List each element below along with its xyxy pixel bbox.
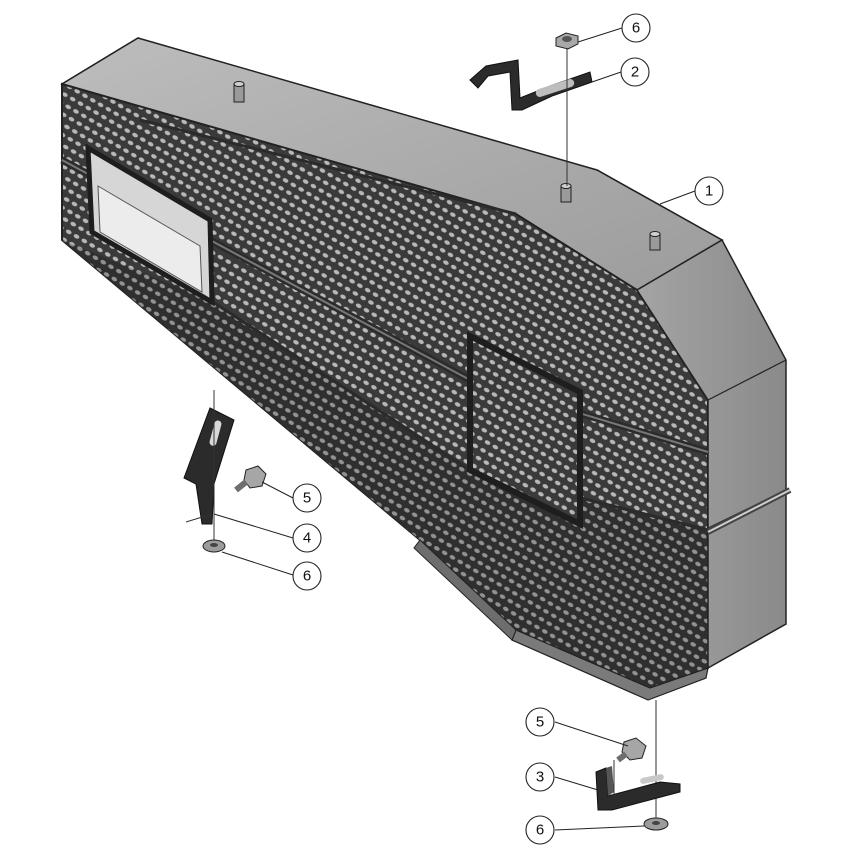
callout-4: 4 bbox=[292, 523, 322, 553]
guard-housing bbox=[60, 37, 792, 701]
callout-6-top-label: 6 bbox=[632, 20, 640, 37]
callout-1-label: 1 bbox=[705, 183, 713, 200]
side-bolt bbox=[234, 465, 267, 493]
top-bracket bbox=[469, 59, 593, 111]
callout-5-bottom: 5 bbox=[525, 707, 555, 737]
bottom-nut bbox=[643, 817, 669, 831]
callout-2-label: 2 bbox=[631, 64, 639, 81]
stud-left bbox=[233, 81, 245, 103]
top-nut bbox=[555, 32, 579, 50]
callout-6-top: 6 bbox=[621, 13, 651, 43]
side-nut bbox=[202, 539, 226, 553]
bottom-bolt bbox=[616, 737, 647, 763]
side-bracket bbox=[183, 407, 235, 525]
callout-4-label: 4 bbox=[303, 530, 311, 547]
callout-2: 2 bbox=[620, 57, 650, 87]
stud-middle bbox=[560, 183, 572, 203]
stud-right bbox=[649, 231, 661, 251]
callout-6-side-label: 6 bbox=[303, 568, 311, 585]
callout-6-side: 6 bbox=[292, 561, 322, 591]
callout-5-side-label: 5 bbox=[303, 490, 311, 507]
callout-6-bottom: 6 bbox=[525, 815, 555, 845]
callout-5-side: 5 bbox=[292, 483, 322, 513]
callout-3: 3 bbox=[525, 762, 555, 792]
callout-1: 1 bbox=[694, 176, 724, 206]
callout-5-bottom-label: 5 bbox=[536, 714, 544, 731]
callout-6-bottom-label: 6 bbox=[536, 822, 544, 839]
bottom-bracket bbox=[595, 766, 681, 811]
hinge bbox=[706, 487, 792, 535]
callout-3-label: 3 bbox=[536, 769, 544, 786]
housing-center-window bbox=[467, 331, 583, 529]
leader-lines bbox=[213, 27, 696, 831]
